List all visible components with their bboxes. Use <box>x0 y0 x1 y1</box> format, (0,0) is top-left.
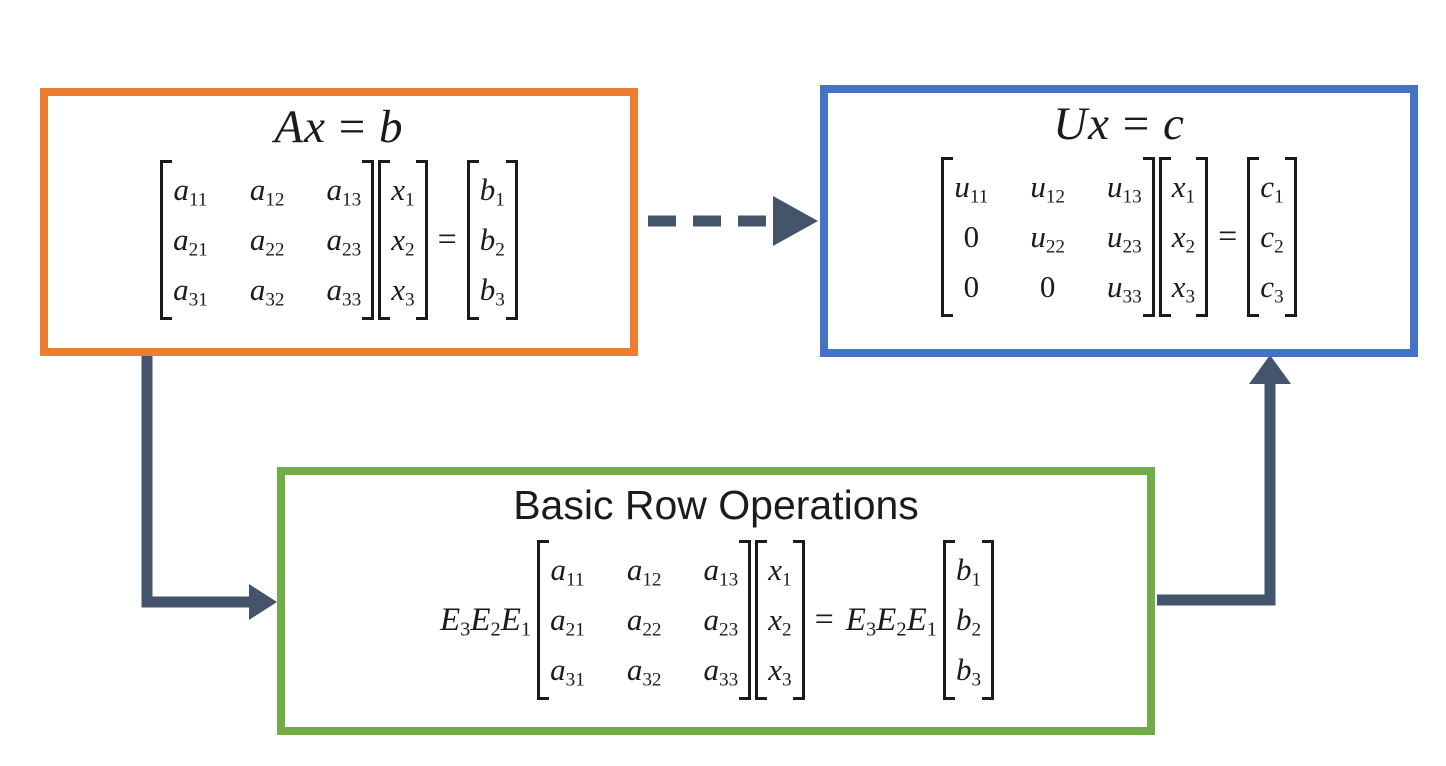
vector-cell: b3 <box>955 652 982 691</box>
uxc-box: Ux = c u11 u12 u13 0 u22 u23 0 0 u33 x1 <box>820 85 1418 357</box>
uxc-c-vector: c1 c2 c3 <box>1247 157 1298 318</box>
uxc-equation: u11 u12 u13 0 u22 u23 0 0 u33 x1 x2 x3 <box>939 157 1298 318</box>
row-operations-equation: E3E2E1 a11 a12 a13 a21 a22 a23 a31 a32 a… <box>436 540 996 701</box>
dashed-arrow-axb-to-uxc <box>648 196 818 246</box>
vector-cell: x1 <box>768 552 792 591</box>
matrix-cell: u11 <box>954 169 989 208</box>
row-operations-title: Basic Row Operations <box>513 482 919 528</box>
equals-sign: = <box>1218 218 1238 256</box>
rowops-x-vector: x1 x2 x3 <box>755 540 805 701</box>
matrix-cell: u33 <box>1107 269 1142 308</box>
vector-cell: b2 <box>479 222 505 261</box>
matrix-cell: u13 <box>1107 169 1142 208</box>
matrix-cell: u23 <box>1107 219 1142 258</box>
matrix-cell: 0 <box>963 219 980 255</box>
vector-cell: x2 <box>768 602 792 641</box>
vector-cell: x1 <box>1171 169 1196 208</box>
matrix-cell: a21 <box>550 602 585 641</box>
matrix-cell: a33 <box>326 272 362 311</box>
vector-grid: x1 x2 x3 <box>391 165 414 315</box>
vector-cell: b1 <box>955 552 982 591</box>
matrix-cell: a33 <box>703 652 739 691</box>
uxc-x-vector: x1 x2 x3 <box>1158 157 1209 318</box>
matrix-cell: a21 <box>173 222 208 261</box>
elbow-arrow-axb-to-rowops <box>141 356 277 620</box>
uxc-title: Ux = c <box>1053 98 1185 150</box>
matrix-cell: a11 <box>550 552 585 591</box>
matrix-cell: u12 <box>1030 169 1066 208</box>
vector-grid: x1 x2 x3 <box>1172 162 1195 312</box>
vector-grid: x1 x2 x3 <box>768 545 791 695</box>
matrix-cell: 0 <box>963 269 980 305</box>
matrix-cell: 0 <box>1039 269 1056 305</box>
matrix-grid: a11 a12 a13 a21 a22 a23 a31 a32 a33 <box>550 545 738 695</box>
equals-sign: = <box>814 601 834 639</box>
vector-grid: b1 b2 b3 <box>956 545 981 695</box>
matrix-grid: a11 a12 a13 a21 a22 a23 a31 a32 a33 <box>173 165 361 315</box>
matrix-cell: a32 <box>626 652 662 691</box>
matrix-cell: u22 <box>1030 219 1066 258</box>
axb-title: Ax = b <box>274 101 404 153</box>
vector-grid: b1 b2 b3 <box>480 165 505 315</box>
matrix-cell: a11 <box>173 172 208 211</box>
vector-grid: c1 c2 c3 <box>1260 162 1283 312</box>
rowops-b-vector: b1 b2 b3 <box>942 540 995 701</box>
matrix-cell: a23 <box>326 222 362 261</box>
axb-equation: a11 a12 a13 a21 a22 a23 a31 a32 a33 x1 x… <box>158 160 520 321</box>
elimination-prefix-rhs: E3E2E1 <box>845 601 937 641</box>
matrix-cell: a22 <box>626 602 662 641</box>
matrix-cell: a23 <box>703 602 739 641</box>
elbow-arrow-rowops-to-uxc <box>1157 355 1291 606</box>
vector-cell: c2 <box>1260 219 1284 258</box>
axb-b-vector: b1 b2 b3 <box>466 160 519 321</box>
axb-x-vector: x1 x2 x3 <box>378 160 428 321</box>
vector-cell: b2 <box>955 602 982 641</box>
matrix-cell: a13 <box>326 172 362 211</box>
uxc-upper-triangular-matrix: u11 u12 u13 0 u22 u23 0 0 u33 <box>941 157 1156 318</box>
vector-cell: c3 <box>1260 269 1284 308</box>
matrix-grid: u11 u12 u13 0 u22 u23 0 0 u33 <box>954 162 1141 312</box>
row-operations-box: Basic Row Operations E3E2E1 a11 a12 a13 … <box>277 467 1155 735</box>
matrix-cell: a12 <box>249 172 285 211</box>
rowops-coefficient-matrix: a11 a12 a13 a21 a22 a23 a31 a32 a33 <box>537 540 752 701</box>
vector-cell: x2 <box>391 222 415 261</box>
vector-cell: x3 <box>1171 269 1196 308</box>
elimination-prefix-lhs: E3E2E1 <box>439 601 532 641</box>
matrix-cell: a31 <box>550 652 585 691</box>
vector-cell: b1 <box>479 172 505 211</box>
axb-box: Ax = b a11 a12 a13 a21 a22 a23 a31 a32 a… <box>40 88 638 356</box>
vector-cell: c1 <box>1260 169 1284 208</box>
vector-cell: x3 <box>768 652 792 691</box>
vector-cell: b3 <box>479 272 505 311</box>
matrix-cell: a31 <box>173 272 208 311</box>
axb-coefficient-matrix: a11 a12 a13 a21 a22 a23 a31 a32 a33 <box>160 160 375 321</box>
vector-cell: x1 <box>391 172 415 211</box>
matrix-cell: a12 <box>626 552 662 591</box>
matrix-cell: a32 <box>249 272 285 311</box>
vector-cell: x3 <box>391 272 415 311</box>
equals-sign: = <box>437 221 457 259</box>
matrix-cell: a22 <box>249 222 285 261</box>
matrix-cell: a13 <box>703 552 739 591</box>
vector-cell: x2 <box>1171 219 1196 258</box>
